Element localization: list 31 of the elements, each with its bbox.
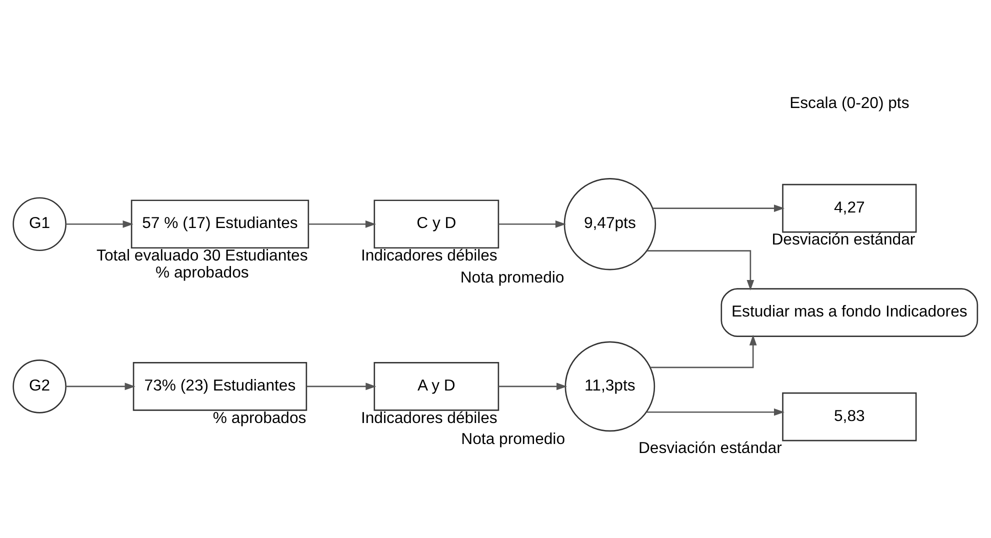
node-label: % aprobados: [156, 264, 249, 282]
node-circle: G1: [12, 197, 66, 252]
arrow: [646, 408, 785, 416]
arrow: [306, 382, 376, 390]
node-label: Total evaluado 30 Estudiantes: [96, 248, 308, 265]
node-box: Estudiar mas a fondo Indicadores: [720, 288, 978, 337]
node-label: Desviación estándar: [772, 232, 916, 249]
node-circle: 9,47pts: [564, 178, 656, 270]
node-label: % aprobados: [212, 410, 306, 427]
arrow: [652, 204, 785, 212]
node-box: A y D: [374, 362, 500, 411]
arrow: [498, 220, 566, 228]
arrow: [646, 250, 754, 291]
node-circle: 11,3pts: [564, 341, 656, 432]
label: Escala (0-20) pts: [790, 95, 910, 112]
arrow: [650, 334, 757, 368]
node-label: Indicadores débiles: [360, 410, 498, 427]
arrow: [66, 382, 136, 390]
node-circle: G2: [12, 360, 66, 414]
arrow: [498, 382, 568, 390]
node-box: 5,83: [782, 392, 917, 442]
node-label: Nota promedio: [460, 269, 564, 286]
node-box: C y D: [374, 200, 500, 249]
node-box: 73% (23) Estudiantes: [132, 362, 308, 411]
node-box: 4,27: [782, 184, 917, 233]
arrow: [66, 220, 134, 228]
node-label: Nota promedio: [461, 430, 566, 448]
node-label: Desviación estándar: [638, 440, 782, 458]
node-box: 57 % (17) Estudiantes: [130, 200, 310, 249]
node-label: Indicadores débiles: [360, 248, 498, 265]
arrow: [308, 220, 376, 228]
